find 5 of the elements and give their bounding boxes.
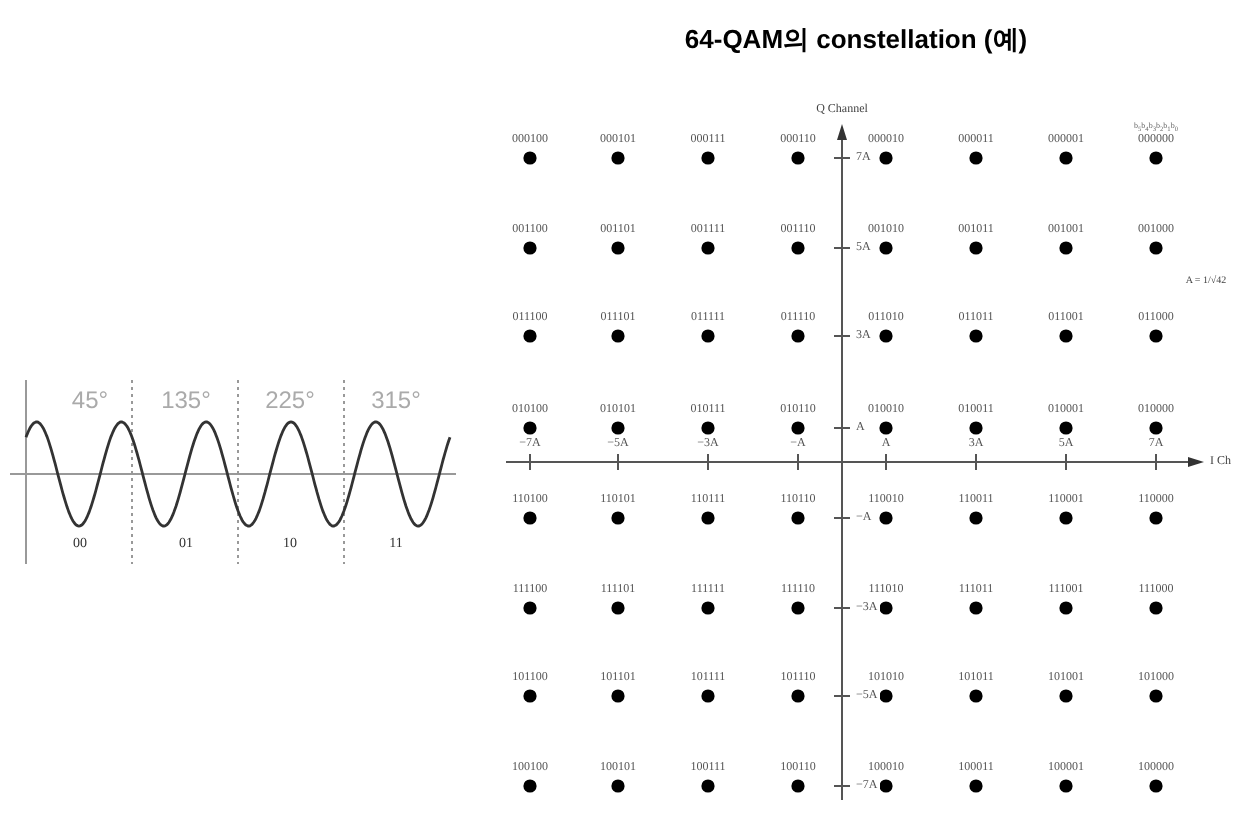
phase-label: 315°	[371, 388, 421, 412]
phase-label: 225°	[265, 388, 315, 412]
phase-label: 135°	[161, 388, 211, 412]
title: 64-QAM의 constellation (예)	[684, 22, 1028, 58]
phase-label: 45°	[71, 388, 109, 412]
